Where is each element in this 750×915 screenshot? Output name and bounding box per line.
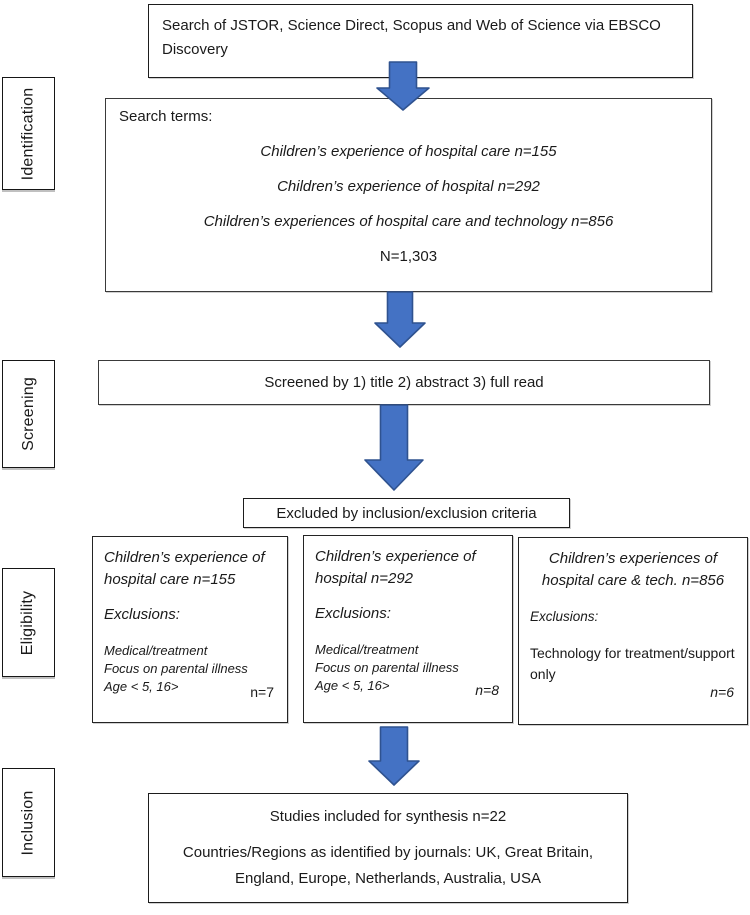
stage-label-eligibility: Eligibility	[2, 568, 55, 677]
search-source-text: Search of JSTOR, Science Direct, Scopus …	[162, 17, 661, 58]
stage-label-text: Inclusion	[19, 790, 37, 855]
stage-label-inclusion: Inclusion	[2, 768, 55, 877]
screened-box: Screened by 1) title 2) abstract 3) full…	[98, 360, 710, 405]
exclusions-label: Exclusions:	[530, 608, 599, 624]
excluded-header-box: Excluded by inclusion/exclusion criteria	[243, 498, 570, 528]
down-arrow-icon	[368, 726, 420, 786]
stage-label-screening: Screening	[2, 360, 55, 468]
exclusion-reason: Medical/treatment	[104, 642, 208, 658]
exclusion-group-hospital: Children’s experience of hospital n=292 …	[303, 535, 513, 723]
search-source-box: Search of JSTOR, Science Direct, Scopus …	[148, 4, 693, 78]
exclusion-group-title: Children’s experience of hospital n=292	[315, 548, 476, 587]
down-arrow-icon	[376, 61, 430, 111]
exclusion-reason: Focus on parental illness	[104, 660, 248, 676]
down-arrow-icon	[374, 291, 426, 348]
included-line1: Studies included for synthesis n=22	[269, 808, 507, 825]
search-term: Children’s experiences of hospital care …	[203, 213, 614, 230]
search-term: Children’s experience of hospital care n…	[260, 143, 557, 160]
down-arrow-icon	[364, 404, 424, 491]
excluded-count: n=6	[710, 684, 734, 700]
exclusion-reason: Medical/treatment	[315, 641, 419, 657]
search-terms-heading: Search terms:	[119, 108, 213, 125]
exclusion-reasons: Technology for treatment/support only	[530, 643, 736, 685]
stage-label-identification: Identification	[2, 77, 55, 190]
screened-text: Screened by 1) title 2) abstract 3) full…	[264, 374, 544, 391]
stage-label-text: Screening	[19, 377, 37, 451]
excluded-header-text: Excluded by inclusion/exclusion criteria	[276, 504, 537, 522]
exclusion-reasons: Medical/treatment Focus on parental illn…	[315, 641, 501, 696]
exclusion-group-title: Children’s experience of hospital care n…	[104, 549, 265, 588]
exclusions-label: Exclusions:	[315, 604, 391, 622]
excluded-count: n=8	[475, 682, 499, 698]
exclusion-group-title: Children’s experiences of hospital care …	[541, 550, 725, 589]
exclusion-reasons: Medical/treatment Focus on parental illn…	[104, 642, 276, 697]
exclusions-label: Exclusions:	[104, 605, 180, 623]
included-studies-box: Studies included for synthesis n=22 Coun…	[148, 793, 628, 903]
excluded-count: n=7	[250, 684, 274, 700]
included-line2: Countries/Regions as identified by journ…	[182, 844, 594, 888]
exclusion-reason: Focus on parental illness	[315, 659, 459, 675]
exclusion-group-hospital-care: Children’s experience of hospital care n…	[92, 536, 288, 723]
stage-label-text: Identification	[19, 87, 37, 180]
search-term: Children’s experience of hospital n=292	[277, 178, 540, 195]
exclusion-reason: Technology for treatment/support only	[530, 644, 735, 682]
search-terms-box: Search terms: Children’s experience of h…	[105, 98, 712, 292]
exclusion-reason: Age < 5, 16>	[315, 678, 390, 694]
exclusion-group-care-and-tech: Children’s experiences of hospital care …	[518, 537, 748, 725]
stage-label-text: Eligibility	[19, 590, 37, 655]
search-terms-total: N=1,303	[379, 248, 438, 265]
exclusion-reason: Age < 5, 16>	[104, 679, 179, 695]
